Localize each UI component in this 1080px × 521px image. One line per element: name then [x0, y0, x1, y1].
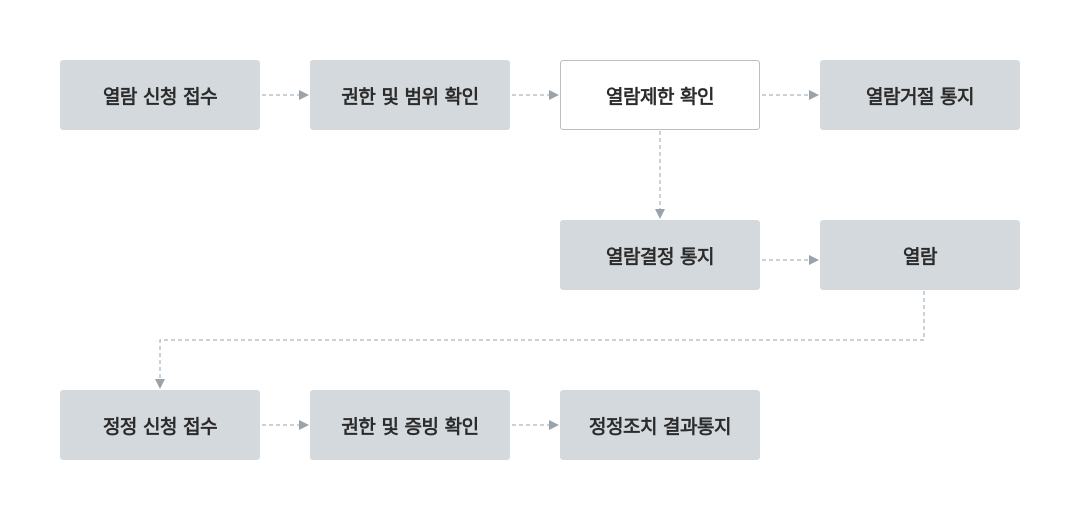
step-correction-result-notice-label: 정정조치 결과통지: [589, 415, 731, 438]
step-authority-scope-check: 권한 및 범위 확인: [310, 60, 510, 130]
step-decision-notice: 열람결정 통지: [560, 220, 760, 290]
step-request-receipt: 열람 신청 접수: [60, 60, 260, 130]
step-viewing: 열람: [820, 220, 1020, 290]
step-request-receipt-label: 열람 신청 접수: [102, 85, 218, 108]
step-restriction-check: 열람제한 확인: [560, 60, 760, 130]
step-correction-request-receipt: 정정 신청 접수: [60, 390, 260, 460]
step-correction-result-notice: 정정조치 결과통지: [560, 390, 760, 460]
step-authority-evidence-check-label: 권한 및 증빙 확인: [341, 415, 479, 438]
step-correction-request-receipt-label: 정정 신청 접수: [102, 415, 218, 438]
step-decision-notice-label: 열람결정 통지: [606, 245, 715, 268]
step-viewing-label: 열람: [903, 245, 937, 268]
step-rejection-notice: 열람거절 통지: [820, 60, 1020, 130]
arrow-viewing-to-correction: [155, 291, 925, 389]
step-rejection-notice-label: 열람거절 통지: [866, 85, 975, 108]
step-authority-scope-check-label: 권한 및 범위 확인: [341, 85, 479, 108]
step-authority-evidence-check: 권한 및 증빙 확인: [310, 390, 510, 460]
step-restriction-check-label: 열람제한 확인: [606, 85, 715, 108]
